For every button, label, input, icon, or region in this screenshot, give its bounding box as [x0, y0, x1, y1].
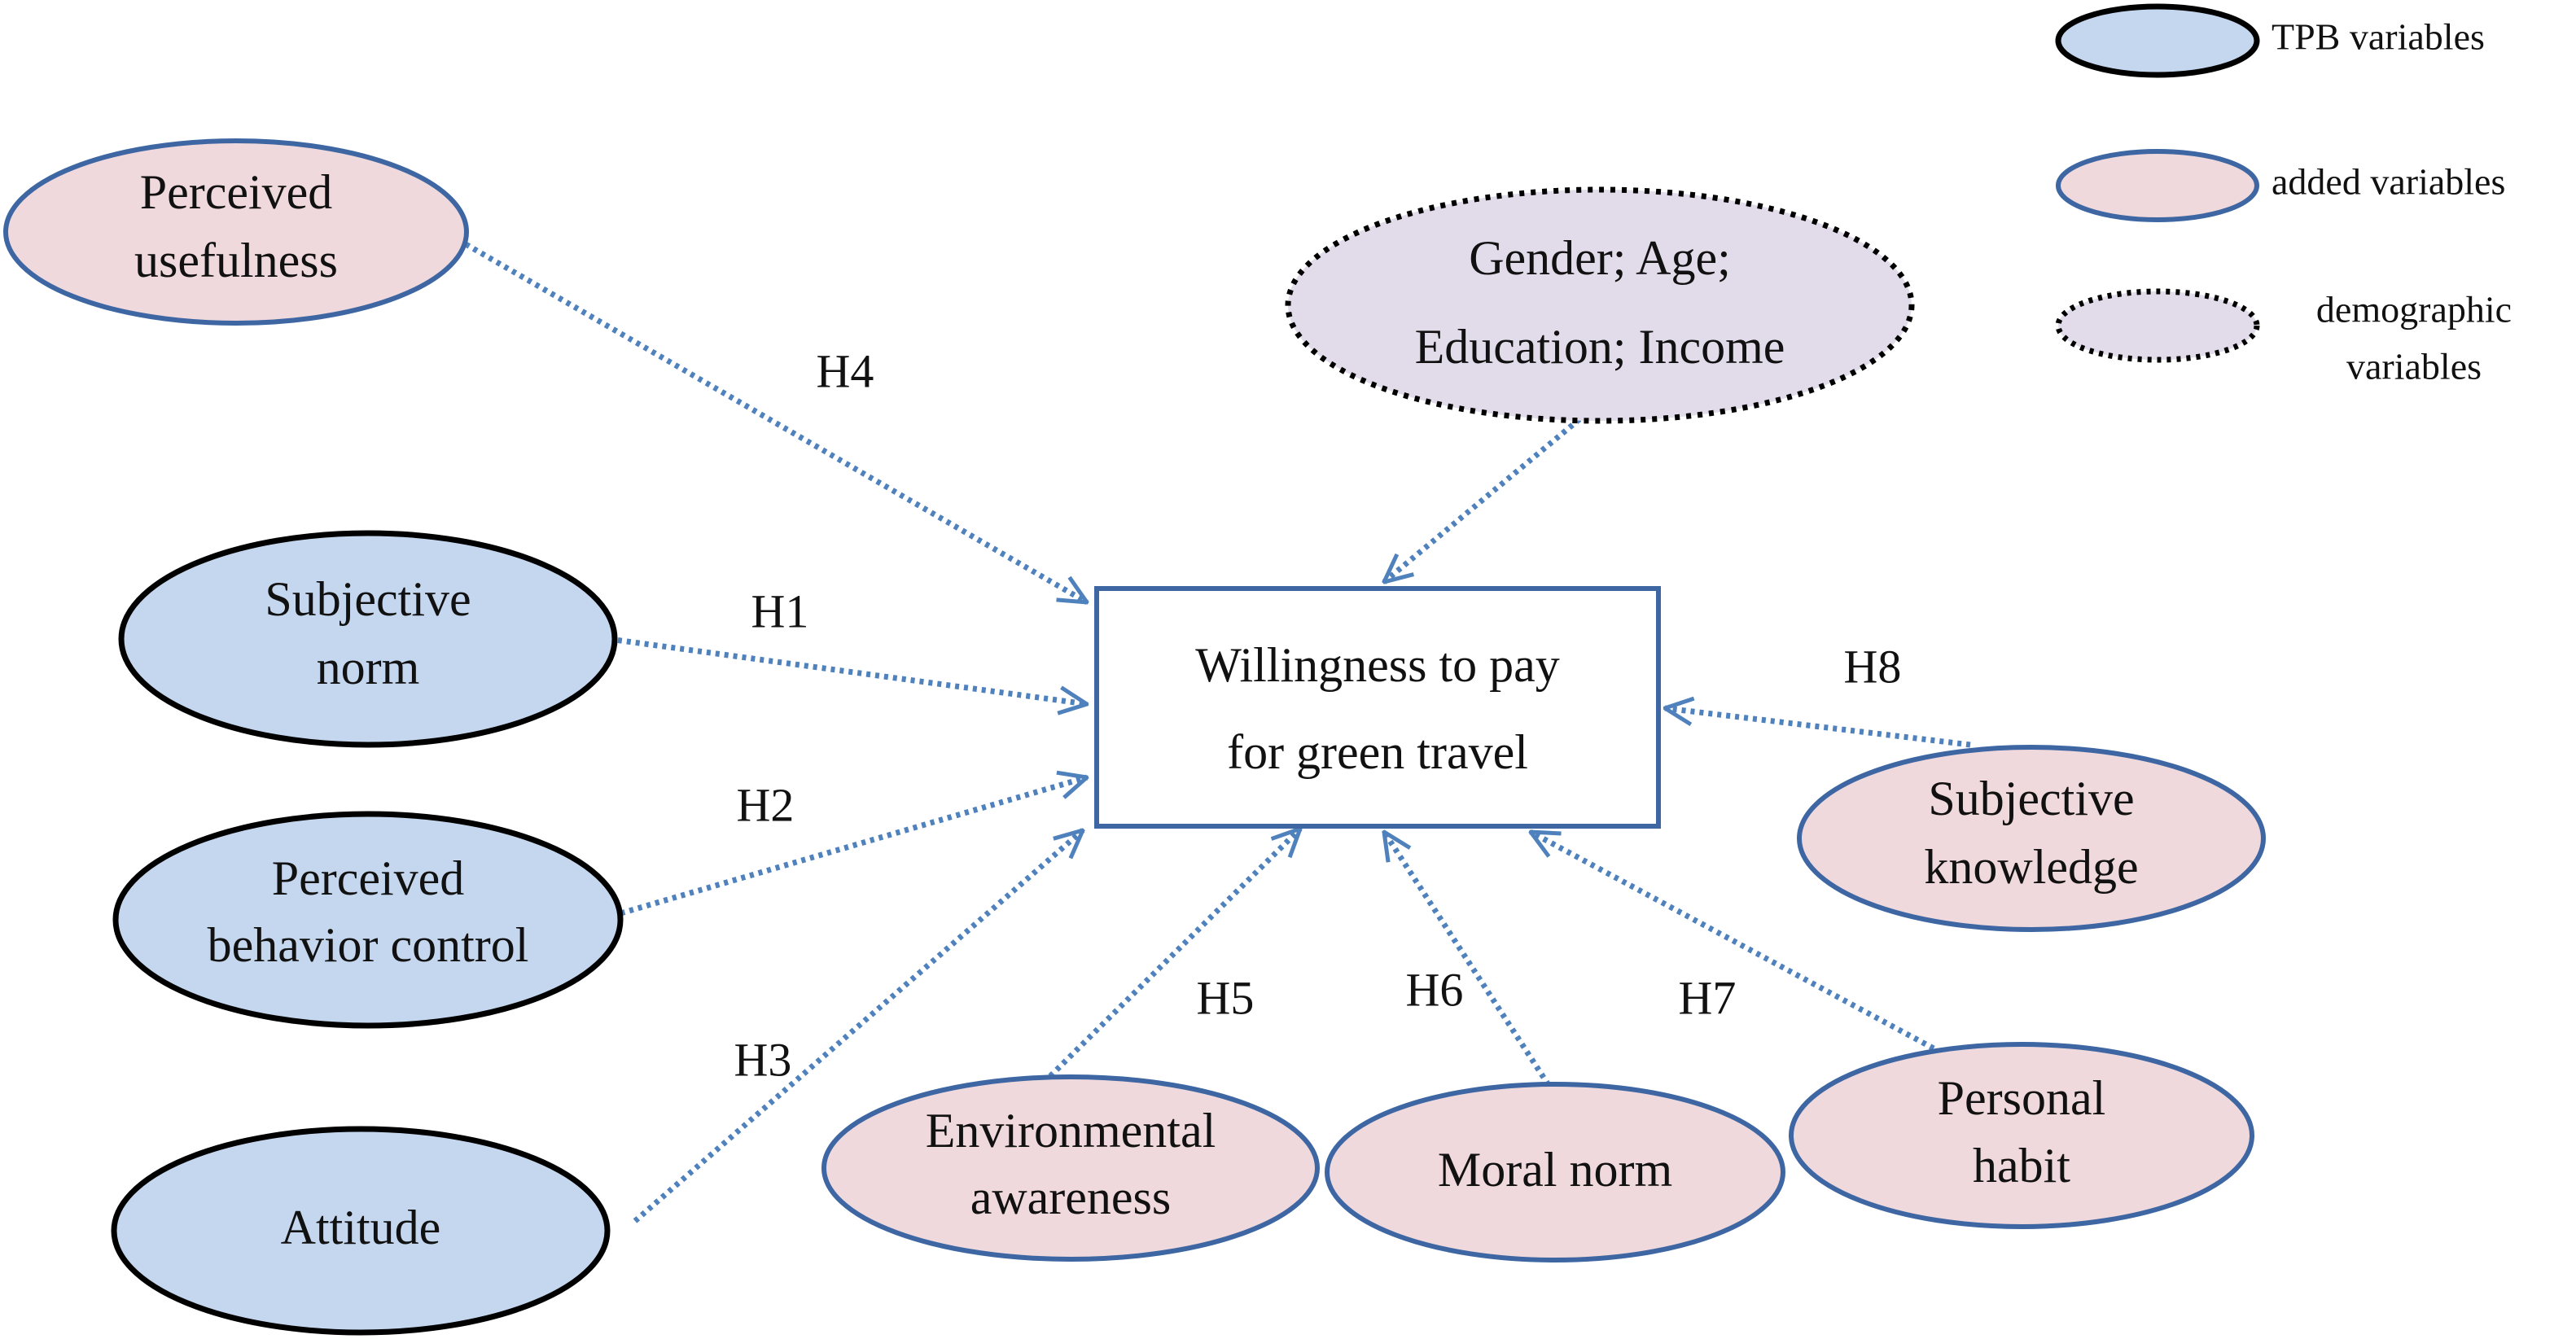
demographics-label-line-1: Gender; Age;: [1469, 231, 1731, 285]
node-subjective-norm: Subjective norm: [118, 530, 618, 748]
relationship-arrows: [464, 241, 1971, 1223]
environmental-awareness-label-line-2: awareness: [970, 1171, 1172, 1224]
personal-habit-label-line-1: Personal: [1938, 1071, 2106, 1125]
arrow-h1-subjective-norm: [608, 636, 1087, 704]
node-personal-habit: Personal habit: [1789, 1042, 2254, 1229]
attitude-ellipse: [111, 1126, 611, 1336]
node-perceived-usefulness: Perceived usefulness: [3, 138, 469, 326]
hypothesis-label-h5: H5: [1197, 971, 1255, 1024]
legend-tpb-swatch: [2055, 3, 2260, 78]
hypothesis-label-h7: H7: [1679, 971, 1737, 1024]
environmental-awareness-ellipse: [821, 1074, 1320, 1262]
node-attitude: Attitude: [111, 1126, 611, 1336]
legend-demographic-swatch: [2055, 288, 2260, 363]
node-subjective-knowledge: Subjective knowledge: [1797, 745, 2266, 932]
outcome-node-willingness-to-pay: Willingness to pay for green travel: [1094, 586, 1661, 829]
perceived-behavior-control-label-line-1: Perceived: [272, 851, 465, 905]
subjective-norm-label-line-1: Subjective: [265, 572, 471, 626]
subjective-norm-ellipse: [118, 530, 618, 748]
legend-added-swatch: [2056, 149, 2259, 222]
perceived-usefulness-label-line-2: usefulness: [134, 234, 338, 287]
outcome-label-line-1: Willingness to pay: [1195, 638, 1560, 692]
node-environmental-awareness: Environmental awareness: [821, 1074, 1320, 1262]
node-demographics: Gender; Age; Education; Income: [1285, 186, 1915, 424]
personal-habit-ellipse: [1789, 1042, 2254, 1229]
node-moral-norm: Moral norm: [1325, 1082, 1785, 1262]
legend: TPB variables added variables demographi…: [2055, 3, 2512, 387]
subjective-norm-label-line-2: norm: [317, 641, 420, 694]
attitude-label: Attitude: [281, 1201, 441, 1254]
subjective-knowledge-label-line-2: knowledge: [1924, 840, 2138, 894]
perceived-behavior-control-ellipse: [112, 811, 624, 1029]
personal-habit-label-line-2: habit: [1973, 1139, 2070, 1192]
subjective-knowledge-ellipse: [1797, 745, 2266, 932]
legend-added-label: added variables: [2272, 161, 2505, 203]
hypothesis-label-h4: H4: [817, 344, 874, 397]
demographics-ellipse: [1285, 186, 1915, 424]
hypothesis-label-h8: H8: [1844, 640, 1902, 693]
perceived-behavior-control-label-line-2: behavior control: [208, 918, 529, 972]
arrow-h4-perceived-usefulness: [464, 241, 1087, 606]
demographics-label-line-2: Education; Income: [1415, 320, 1785, 374]
legend-demographic-label-line-1: demographic: [2316, 289, 2512, 330]
arrow-h6-moral-norm: [1384, 832, 1551, 1087]
legend-tpb-label: TPB variables: [2272, 16, 2485, 58]
arrow-h8-subjective-knowledge: [1665, 708, 1971, 748]
arrow-h3-attitude: [633, 830, 1083, 1223]
outcome-label-line-2: for green travel: [1227, 725, 1528, 779]
environmental-awareness-label-line-1: Environmental: [926, 1104, 1216, 1157]
hypothesis-label-h3: H3: [734, 1033, 792, 1086]
arrow-demographics: [1384, 417, 1582, 582]
moral-norm-ellipse: [1325, 1082, 1785, 1262]
outcome-box: [1094, 586, 1661, 829]
hypothesis-label-h1: H1: [751, 584, 809, 637]
moral-norm-label: Moral norm: [1438, 1143, 1672, 1197]
perceived-usefulness-ellipse: [3, 138, 469, 326]
arrow-h5-environmental-awareness: [1048, 829, 1300, 1079]
hypothesis-label-h2: H2: [737, 778, 795, 831]
hypothesis-label-h6: H6: [1406, 963, 1464, 1016]
node-perceived-behavior-control: Perceived behavior control: [112, 811, 624, 1029]
legend-demographic-label-line-2: variables: [2346, 346, 2482, 387]
arrow-h2-perceived-behavior-control: [611, 777, 1087, 919]
perceived-usefulness-label-line-1: Perceived: [140, 165, 333, 219]
subjective-knowledge-label-line-1: Subjective: [1928, 772, 2134, 825]
